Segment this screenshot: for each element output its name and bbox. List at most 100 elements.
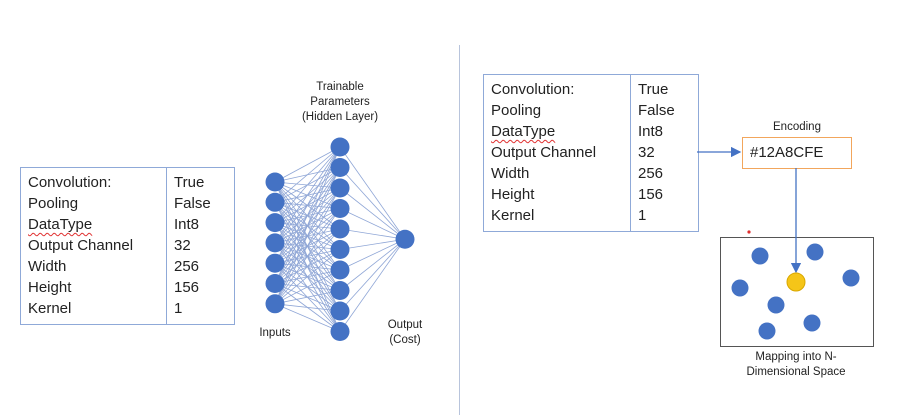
table-row: Width 256 — [21, 256, 234, 277]
section-divider — [459, 45, 460, 415]
table-value: 1 — [638, 207, 647, 224]
hidden-node — [330, 158, 350, 177]
network-edge — [339, 228, 406, 240]
table-value: 156 — [638, 186, 664, 203]
table-key: Height — [28, 279, 72, 296]
table-value: True — [638, 81, 669, 98]
hidden-node — [330, 199, 350, 218]
network-edge — [339, 238, 406, 312]
network-edge — [339, 146, 406, 240]
table-key: Width — [491, 165, 530, 182]
hidden-node — [330, 281, 350, 300]
table-key: Output Channel — [28, 237, 134, 254]
input-node — [265, 172, 285, 192]
encoding-value: #12A8CFE — [750, 144, 824, 161]
input-node — [265, 233, 285, 253]
network-edge — [274, 187, 341, 304]
table-value: Int8 — [638, 123, 664, 140]
network-nodes — [265, 137, 415, 341]
left-table-column-divider — [166, 168, 167, 324]
network-edge — [274, 249, 341, 305]
left-parameter-table: Convolution: True Pooling False DataType… — [20, 167, 235, 325]
table-value: 1 — [174, 300, 183, 317]
network-edge — [274, 146, 341, 223]
table-row: Pooling False — [21, 193, 234, 214]
hidden-layer-label-line1: Trainable — [316, 81, 364, 93]
network-edge — [339, 208, 406, 240]
table-key: Convolution: — [491, 81, 575, 98]
table-row: DataType Int8 — [21, 214, 234, 235]
hidden-layer-label: Trainable Parameters (Hidden Layer) — [290, 80, 390, 125]
hidden-node — [330, 137, 350, 157]
network-edge — [274, 208, 341, 305]
table-key: Kernel — [28, 300, 72, 317]
input-node — [265, 294, 285, 314]
mapping-label-line2: Dimensional Space — [746, 366, 846, 378]
output-label-line2: (Cost) — [389, 334, 421, 346]
mapping-label-line1: Mapping into N- — [755, 351, 837, 363]
network-edge — [339, 238, 406, 291]
table-key: Convolution: — [28, 174, 112, 191]
hidden-node — [330, 322, 350, 341]
table-value: True — [174, 174, 205, 191]
network-edge — [274, 146, 341, 183]
table-value: 32 — [638, 144, 655, 161]
hidden-node — [330, 260, 350, 280]
table-row: Output Channel 32 — [21, 235, 234, 256]
table-value: Int8 — [174, 216, 200, 233]
network-edge — [274, 146, 341, 203]
network-edge — [339, 187, 406, 240]
output-label-line1: Output — [387, 319, 423, 331]
network-edge — [274, 167, 341, 304]
table-value: False — [174, 195, 211, 212]
table-row: Pooling False — [484, 100, 698, 121]
right-table-column-divider — [630, 75, 631, 231]
output-node — [395, 229, 415, 249]
table-value: 256 — [174, 258, 200, 275]
table-value: 156 — [174, 279, 200, 296]
table-key: Output Channel — [491, 144, 597, 161]
hidden-layer-label-line2: Parameters — [310, 96, 370, 108]
network-edge — [274, 228, 341, 305]
hidden-layer-label-line3: (Hidden Layer) — [301, 111, 379, 123]
hidden-node — [330, 301, 350, 321]
table-key: DataType — [28, 216, 93, 233]
neural-network-diagram — [265, 137, 415, 341]
right-parameter-table: Convolution: True Pooling False DataType… — [483, 74, 699, 232]
network-edge — [274, 146, 341, 264]
mapping-label: Mapping into N- Dimensional Space — [735, 350, 857, 380]
network-edge — [339, 238, 406, 250]
inputs-label: Inputs — [259, 327, 291, 339]
hidden-node — [330, 178, 350, 198]
network-edge — [274, 146, 341, 304]
input-node — [265, 253, 285, 273]
network-edge — [339, 239, 406, 332]
network-edge — [274, 146, 341, 244]
hidden-node — [330, 240, 350, 259]
network-edges — [274, 146, 406, 332]
table-row: Convolution: True — [21, 172, 234, 193]
table-value: False — [638, 102, 675, 119]
table-row: Kernel 1 — [21, 298, 234, 319]
network-edge — [274, 146, 341, 284]
input-node — [265, 192, 285, 212]
encoding-label: Encoding — [773, 121, 821, 133]
table-key: Kernel — [491, 207, 535, 224]
table-key: Pooling — [28, 195, 79, 212]
input-node — [265, 274, 285, 293]
table-value: 256 — [638, 165, 664, 182]
network-edge — [274, 303, 341, 332]
table-row: Convolution: True — [484, 79, 698, 100]
hidden-node — [330, 219, 350, 239]
input-node — [265, 213, 285, 233]
network-edge — [339, 238, 406, 271]
table-row: Width 256 — [484, 163, 698, 184]
network-edge — [274, 290, 341, 305]
table-row: Height 156 — [484, 184, 698, 205]
table-key: DataType — [491, 123, 556, 140]
output-label: Output (Cost) — [380, 318, 430, 348]
table-row: DataType Int8 — [484, 121, 698, 142]
network-edge — [274, 269, 341, 305]
table-key: Width — [28, 258, 67, 275]
table-row: Kernel 1 — [484, 205, 698, 226]
